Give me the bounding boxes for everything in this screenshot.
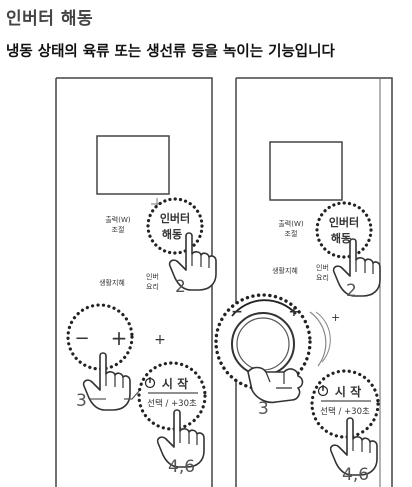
right-start-sub: 선택 / +30초 (320, 406, 370, 417)
left-inverter-partial-2: 요리 (146, 282, 159, 291)
right-display-window (269, 141, 343, 201)
left-display-window (96, 135, 170, 195)
right-start-button[interactable]: 시 작 선택 / +30초 (310, 369, 380, 439)
right-output-label-1: 출력(W) (278, 219, 304, 228)
left-minus-plus-button[interactable]: − + (66, 303, 134, 371)
left-step-46: 4,6 (168, 457, 195, 477)
left-start-icon (144, 377, 156, 389)
left-inverter-btn-line2: 해동 (162, 227, 182, 241)
left-output-label-1: 출력(W) (105, 215, 131, 224)
right-step-3: 3 (258, 399, 269, 419)
right-panel: 출력(W) 조절 생활지혜 인버 요리 인버터 해동 2 + − + 3 (214, 77, 393, 487)
right-inverter-btn-line2: 해동 (331, 231, 351, 245)
right-life-label: 생활지혜 (272, 266, 298, 275)
left-life-label: 생활지혜 (99, 278, 125, 287)
right-inverter-btn-line1: 인버터 (329, 215, 359, 229)
right-step-46: 4,6 (342, 465, 369, 485)
right-start-label: 시 작 (335, 384, 361, 399)
left-output-label-2: 조절 (112, 226, 125, 234)
left-start-label: 시 작 (162, 376, 188, 391)
left-inverter-partial-1: 인버 (146, 272, 159, 281)
right-dial-minus: − (231, 304, 243, 320)
right-inverter-partial-2: 요리 (316, 273, 329, 282)
left-inverter-defrost-button[interactable]: 인버터 해동 (146, 197, 204, 255)
left-step-2: 2 (175, 277, 186, 297)
right-dial-plus: + (289, 305, 300, 320)
section-description: 냉동 상태의 육류 또는 생선류 등을 녹이는 기능입니다 (6, 44, 335, 60)
left-start-sub: 선택 / +30초 (147, 398, 197, 409)
section-title: 인버터 해동 (6, 9, 94, 29)
left-step-3: 3 (76, 391, 87, 411)
right-step-2: 2 (346, 281, 357, 301)
right-inverter-partial-1: 인버 (316, 263, 329, 272)
left-start-button[interactable]: 시 작 선택 / +30초 (137, 361, 207, 431)
right-dial-plus-outer: + (331, 311, 340, 324)
left-plus-btn: + (111, 326, 128, 350)
right-start-icon (317, 385, 329, 397)
right-control-dial[interactable]: + − + (214, 293, 340, 391)
left-panel: 출력(W) 조절 생활지혜 인버 요리 인버터 해동 2 + − + 3 (55, 77, 217, 487)
left-minus-btn: − (74, 328, 89, 349)
right-inverter-defrost-button[interactable]: 인버터 해동 (315, 201, 373, 259)
right-dial-hand-icon (247, 366, 304, 404)
left-plus-sign: + (154, 332, 166, 348)
left-inverter-btn-line1: 인버터 (160, 211, 190, 225)
right-output-label-2: 조절 (285, 230, 298, 238)
